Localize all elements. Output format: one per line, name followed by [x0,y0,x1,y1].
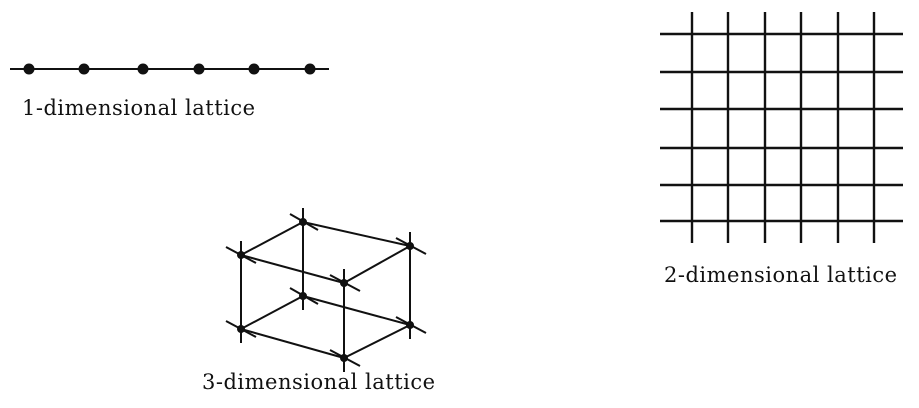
three-d-lattice [225,208,427,372]
one-d-lattice [10,63,329,75]
one-d-lattice-caption: 1-dimensional lattice [22,96,256,120]
cube-vertex [340,279,348,287]
one-d-point [248,63,260,75]
two-d-lattice [660,12,903,243]
cube-vertex [406,242,414,250]
cube-vertex [406,321,414,329]
one-d-point [193,63,205,75]
cube-edges [240,221,411,359]
one-d-point [137,63,149,75]
cube-vertex-ticks [225,208,427,372]
three-d-lattice-caption: 3-dimensional lattice [202,370,436,394]
cube-vertex [340,354,348,362]
cube-vertex [299,218,307,226]
cube-vertex [299,292,307,300]
cube-vertex [237,325,245,333]
cube-vertex [237,251,245,259]
one-d-point [78,63,90,75]
one-d-point [304,63,316,75]
one-d-point [23,63,35,75]
cube-vertices [237,218,414,362]
two-d-lattice-caption: 2-dimensional lattice [664,263,898,287]
